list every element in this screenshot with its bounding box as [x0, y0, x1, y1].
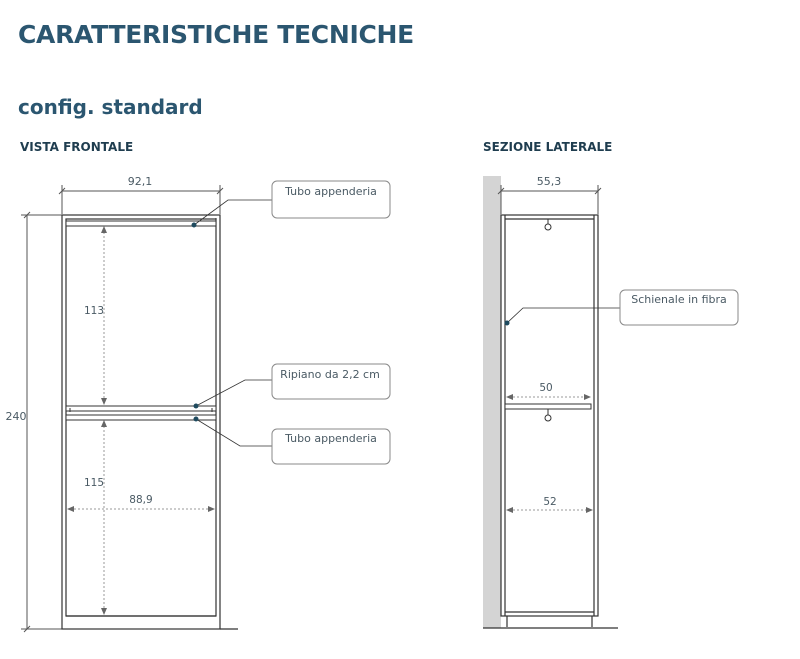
side-cabinet [483, 214, 618, 629]
front-view-label: VISTA FRONTALE [20, 140, 134, 154]
inner-depth-value: 52 [543, 496, 556, 508]
side-view: 55,3 50 [483, 175, 739, 629]
front-top-rail [65, 220, 217, 227]
side-depth-dimension [497, 185, 602, 214]
page-title: CARATTERISTICHE TECNICHE [18, 20, 414, 49]
lower-compartment-value: 115 [84, 477, 104, 489]
shelf-marker [193, 403, 199, 409]
front-view: 92,1 240 [6, 175, 391, 633]
callout-back-panel [619, 289, 739, 326]
config-subtitle: config. standard [18, 95, 203, 119]
callout-top-rail [271, 180, 391, 219]
inner-width-value: 88,9 [129, 494, 152, 506]
front-width-dimension [58, 185, 224, 214]
shelf-depth-value: 50 [539, 382, 552, 394]
side-shelf [504, 403, 592, 410]
callout-middle-rail [271, 428, 391, 465]
front-height-value: 240 [6, 410, 27, 423]
upper-compartment-value: 113 [84, 305, 104, 317]
top-rail-marker [191, 222, 197, 228]
front-middle-rail [65, 414, 217, 421]
callout-middle-rail-text: Tubo appenderia [284, 432, 377, 445]
middle-rail-marker [193, 416, 199, 422]
callout-shelf [271, 363, 391, 400]
side-depth-value: 55,3 [537, 175, 562, 188]
front-height-dimension [21, 211, 62, 633]
callout-shelf-text: Ripiano da 2,2 cm [280, 368, 380, 381]
front-width-value: 92,1 [128, 175, 153, 188]
wall [483, 176, 501, 628]
callout-top-rail-text: Tubo appenderia [284, 185, 377, 198]
side-top-rail [544, 219, 552, 231]
side-view-label: SEZIONE LATERALE [483, 140, 613, 154]
callout-back-panel-text: Schienale in fibra [631, 293, 727, 306]
side-middle-rail [544, 409, 552, 422]
front-cabinet [61, 214, 238, 630]
front-shelf [65, 405, 217, 412]
back-panel-marker [504, 320, 510, 326]
